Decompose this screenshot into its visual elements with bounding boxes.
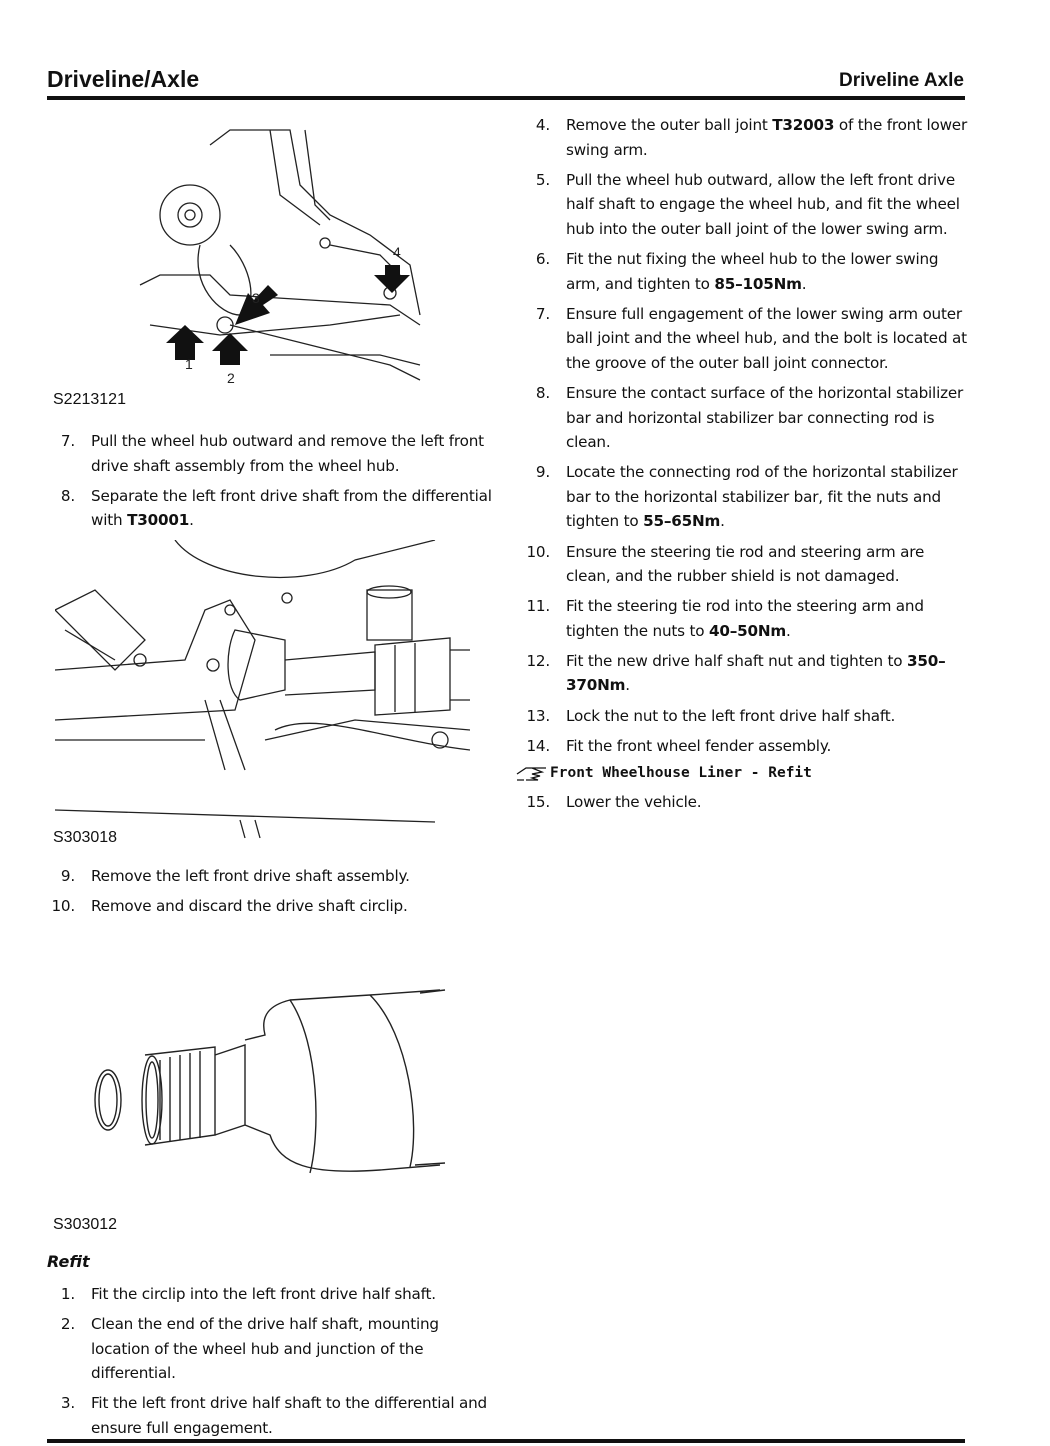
torque-value: 55–65Nm — [643, 512, 721, 531]
step-text: . — [720, 512, 725, 531]
step-number: 3. — [60, 1394, 75, 1413]
figure-caption: S2213121 — [53, 391, 126, 408]
step-number: 9. — [535, 463, 550, 482]
step-number: 9. — [60, 867, 75, 885]
step-item: 10. Remove and discard the drive shaft ci… — [47, 894, 492, 919]
step-text: Ensure the steering tie rod and steering… — [566, 542, 925, 586]
step-text: Ensure full engagement of the lower swin… — [566, 304, 967, 372]
step-text: Lower the vehicle. — [566, 793, 702, 812]
step-item: 9. Locate the connecting rod of the horiz… — [522, 460, 968, 534]
step-text: Fit the new drive half shaft nut and tig… — [566, 651, 908, 670]
step-item: 9. Remove the left front drive shaft asse… — [47, 864, 492, 889]
step-item: 1. Fit the circlip into the left front dr… — [47, 1282, 492, 1307]
tool-number: T30001 — [127, 511, 190, 530]
pointing-hand-icon — [516, 767, 546, 781]
header-rule — [47, 96, 965, 100]
step-text: of the front lower swing arm. — [566, 116, 967, 159]
step-item: 8. Separate the left front drive shaft fr… — [47, 484, 492, 533]
step-text: Ensure the contact surface of the horizo… — [566, 383, 964, 452]
removal-steps-b: 9. Remove the left front drive shaft asse… — [47, 864, 492, 924]
step-item: 3. Fit the left front drive half shaft to… — [47, 1391, 492, 1440]
step-item: 15. Lower the vehicle. — [522, 790, 968, 815]
callout-4: 4 — [393, 244, 401, 260]
step-number: 8. — [60, 486, 75, 505]
refit-steps-continued: 4. Remove the outer ball joint T32003 of … — [516, 113, 968, 820]
torque-value: T32003 — [772, 116, 835, 134]
step-text: Separate the left front drive shaft from… — [91, 486, 492, 530]
step-number: 7. — [60, 432, 75, 450]
torque-value: 40–50Nm — [708, 621, 786, 640]
step-number: 4. — [535, 116, 550, 134]
footer-rule — [47, 1439, 965, 1443]
step-number: 2. — [60, 1315, 75, 1334]
step-item: 10. Ensure the steering tie rod and steer… — [522, 540, 968, 589]
step-text: Lock the nut to the left front drive hal… — [566, 706, 896, 725]
step-item: 2. Clean the end of the drive half shaft,… — [47, 1312, 492, 1386]
step-item: 8. Ensure the contact surface of the hori… — [522, 381, 968, 455]
step-item: 6. Fit the nut fixing the wheel hub to th… — [522, 247, 968, 296]
removal-steps-a: 7. Pull the wheel hub outward and remove … — [47, 429, 492, 538]
step-text: . — [625, 676, 630, 695]
step-text: Fit the front wheel fender assembly. — [566, 736, 832, 755]
step-number: 10. — [526, 542, 550, 561]
step-number: 11. — [526, 597, 550, 616]
step-text: Remove and discard the drive shaft circl… — [91, 897, 408, 916]
step-number: 7. — [535, 304, 550, 323]
cross-reference-link[interactable]: Front Wheelhouse Liner - Refit — [516, 764, 968, 782]
refit-heading: Refit — [47, 1252, 90, 1271]
torque-value: 85–105Nm — [714, 274, 802, 293]
step-item: 4. Remove the outer ball joint T32003 of … — [522, 113, 968, 162]
step-text: Fit the circlip into the left front driv… — [91, 1285, 436, 1303]
step-text: Locate the connecting rod of the horizon… — [566, 463, 958, 531]
step-text: Fit the left front drive half shaft to t… — [91, 1394, 487, 1437]
step-number: 6. — [535, 249, 550, 268]
step-text: . — [785, 621, 791, 640]
step-number: 10. — [51, 897, 75, 916]
callout-3: 3 — [252, 290, 260, 306]
step-number: 14. — [526, 736, 550, 755]
step-number: 12. — [526, 651, 550, 670]
step-text: . — [189, 511, 194, 530]
step-item: 13. Lock the nut to the left front drive … — [522, 704, 968, 729]
section-title: Driveline/Axle — [47, 66, 200, 92]
callout-2: 2 — [227, 370, 235, 386]
step-item: 7. Pull the wheel hub outward and remove … — [47, 429, 492, 478]
drive-shaft-differential-illustration — [55, 540, 470, 839]
step-text: Fit the steering tie rod into the steeri… — [566, 597, 924, 640]
step-text: Remove the outer ball joint — [566, 116, 773, 134]
step-text: . — [801, 274, 807, 293]
step-text: Fit the nut fixing the wheel hub to the … — [566, 249, 939, 293]
step-item: 7. Ensure full engagement of the lower sw… — [522, 302, 968, 376]
step-item: 14. Fit the front wheel fender assembly. — [522, 734, 968, 759]
step-item: 5. Pull the wheel hub outward, allow the … — [522, 168, 968, 242]
step-number: 13. — [526, 706, 550, 725]
chapter-title: Driveline Axle — [839, 70, 964, 91]
figure-caption: S303018 — [53, 829, 118, 846]
step-text: Clean the end of the drive half shaft, m… — [91, 1315, 439, 1383]
circlip-drive-shaft-illustration — [94, 989, 446, 1174]
step-number: 15. — [526, 793, 550, 812]
step-number: 1. — [60, 1285, 75, 1303]
cross-reference-label: Front Wheelhouse Liner - Refit — [550, 765, 812, 782]
step-number: 5. — [535, 170, 550, 189]
callout-1: 1 — [185, 356, 193, 372]
step-item: 12. Fit the new drive half shaft nut and … — [522, 649, 968, 698]
wheel-hub-illustration: 1 2 3 4 — [139, 129, 421, 386]
step-text: Remove the left front drive shaft assemb… — [91, 867, 410, 885]
step-text: Pull the wheel hub outward, allow the le… — [566, 170, 960, 238]
refit-steps: 1. Fit the circlip into the left front dr… — [47, 1282, 492, 1446]
torque-value: 350–370Nm — [566, 651, 946, 695]
figure-caption: S303012 — [53, 1216, 118, 1233]
step-item: 11. Fit the steering tie rod into the ste… — [522, 594, 968, 643]
step-text: Pull the wheel hub outward and remove th… — [91, 432, 484, 475]
step-number: 8. — [535, 383, 550, 402]
